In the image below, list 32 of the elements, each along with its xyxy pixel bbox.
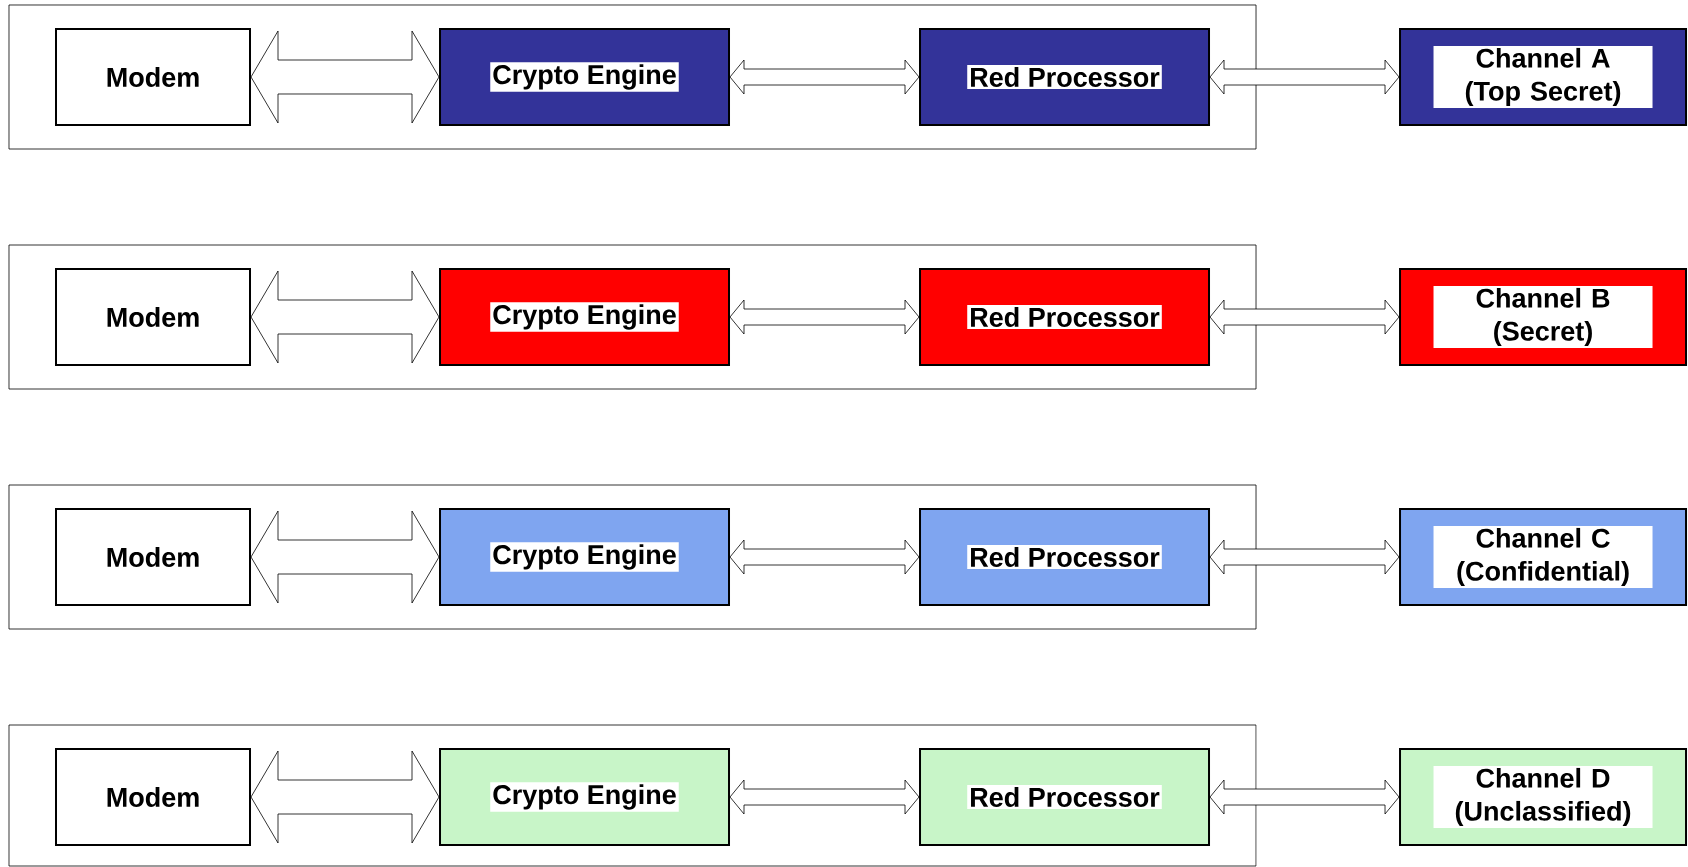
- modem-box: Modem: [55, 748, 251, 846]
- double-arrow: [729, 299, 920, 335]
- modem-box: Modem: [55, 268, 251, 366]
- double-arrow: [729, 539, 920, 575]
- modem-box: Modem: [55, 508, 251, 606]
- double-arrow: [1209, 59, 1400, 95]
- double-arrow: [729, 779, 920, 815]
- processor-box: Red Processor: [919, 748, 1210, 846]
- channel-box: Channel B (Secret): [1399, 268, 1687, 366]
- double-arrow: [250, 750, 440, 844]
- crypto-engine-box: Crypto Engine: [439, 28, 730, 126]
- processor-box: Red Processor: [919, 508, 1210, 606]
- channel-box: Channel C (Confidential): [1399, 508, 1687, 606]
- modem-box: Modem: [55, 28, 251, 126]
- double-arrow: [1209, 779, 1400, 815]
- crypto-engine-box: Crypto Engine: [439, 268, 730, 366]
- double-arrow: [250, 270, 440, 364]
- group-frame: [8, 244, 1257, 390]
- group-frame: [8, 484, 1257, 630]
- double-arrow: [1209, 299, 1400, 335]
- processor-box: Red Processor: [919, 268, 1210, 366]
- channel-box: Channel D (Unclassified): [1399, 748, 1687, 846]
- double-arrow: [729, 59, 920, 95]
- processor-box: Red Processor: [919, 28, 1210, 126]
- crypto-engine-box: Crypto Engine: [439, 508, 730, 606]
- channel-box: Channel A (Top Secret): [1399, 28, 1687, 126]
- group-frame: [8, 4, 1257, 150]
- double-arrow: [250, 510, 440, 604]
- double-arrow: [250, 30, 440, 124]
- crypto-engine-box: Crypto Engine: [439, 748, 730, 846]
- group-frame: [8, 724, 1257, 867]
- double-arrow: [1209, 539, 1400, 575]
